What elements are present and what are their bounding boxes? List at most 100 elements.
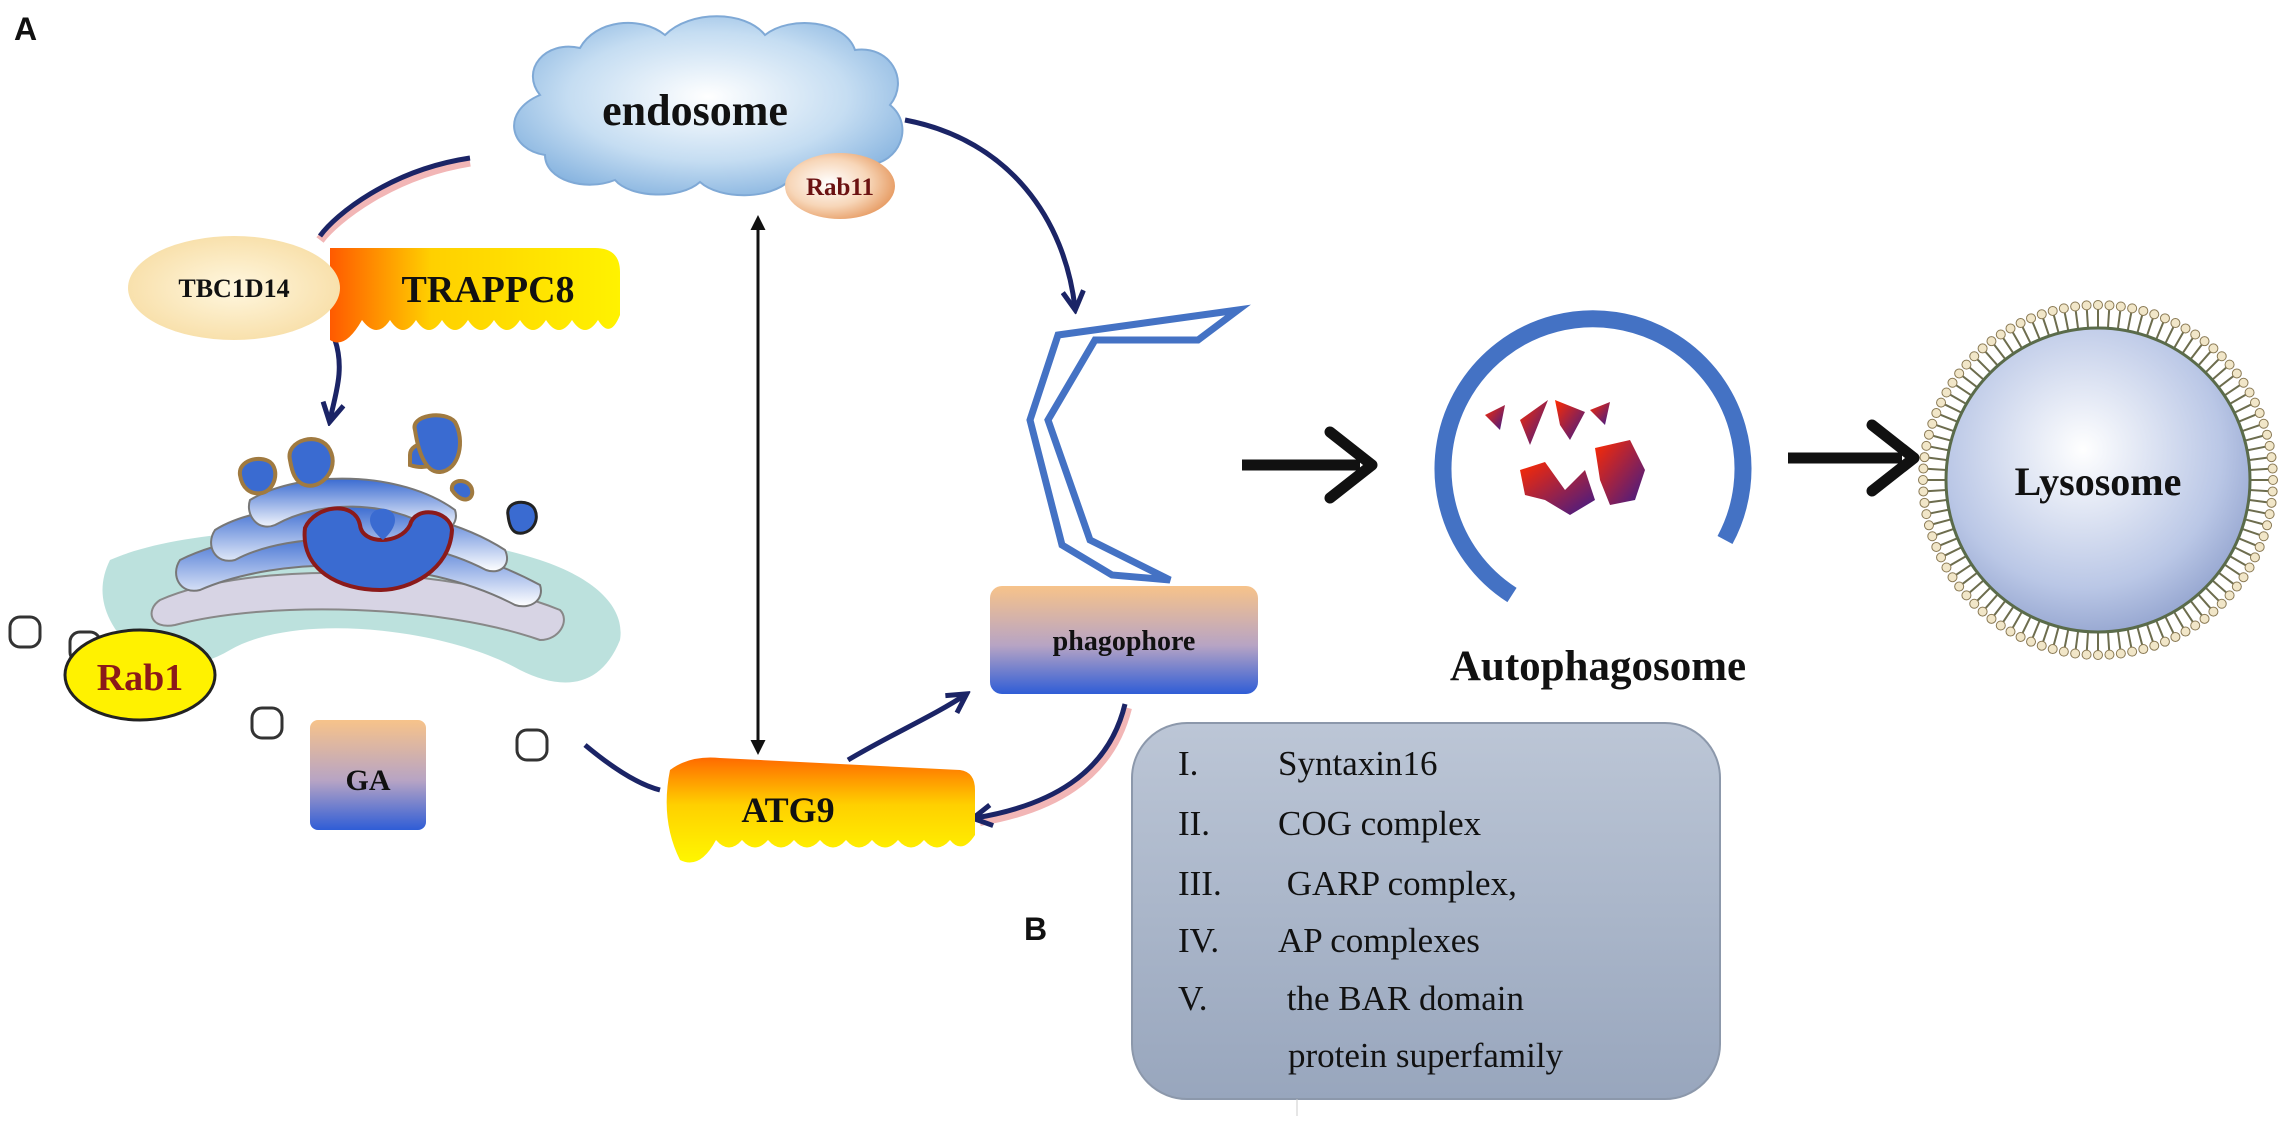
lipid-tail bbox=[2001, 336, 2015, 355]
lipid-tail bbox=[2116, 309, 2122, 330]
endosome-cloud bbox=[513, 15, 904, 197]
lipid-tail bbox=[1927, 498, 1948, 504]
lipid-tail bbox=[2011, 611, 2023, 630]
lipid-tail bbox=[1975, 357, 1992, 374]
lysosome: Lysosome bbox=[1918, 300, 2278, 660]
lipid-head bbox=[2015, 318, 2026, 329]
arrow-shadow bbox=[316, 157, 471, 243]
lipid-head bbox=[2138, 644, 2149, 655]
phagophore: phagophore bbox=[990, 304, 1258, 694]
lipid-head bbox=[2104, 649, 2115, 660]
lipid-tail bbox=[2244, 518, 2265, 526]
lipid-tail bbox=[2021, 325, 2032, 345]
arrow-endosome-to-trappc8 bbox=[317, 155, 471, 238]
lipid-head bbox=[1927, 418, 1938, 429]
autophagosome: Autophagosome bbox=[1434, 310, 1752, 690]
lipid-head bbox=[2199, 613, 2210, 624]
lipid-head bbox=[1977, 606, 1988, 617]
factor-list-background bbox=[1131, 722, 1721, 1100]
lipid-tail bbox=[2244, 434, 2265, 442]
lipid-head bbox=[2093, 650, 2103, 660]
arrow-phagophore-to-atg9 bbox=[975, 703, 1128, 818]
golgi-vesicle bbox=[506, 500, 538, 535]
lipid-tail bbox=[2249, 488, 2270, 493]
lipid-tail bbox=[1948, 393, 1967, 405]
lipid-head bbox=[2058, 303, 2069, 314]
lipid-tail bbox=[2063, 311, 2070, 332]
lipid-head bbox=[1931, 408, 1942, 419]
lipid-tail bbox=[2211, 579, 2228, 595]
lipid-head bbox=[2047, 305, 2058, 316]
lipid-head bbox=[2159, 313, 2170, 324]
lipid-head bbox=[2026, 313, 2037, 324]
lipid-head bbox=[1918, 475, 1928, 485]
lipid-tail bbox=[1954, 563, 1973, 577]
cargo-fragment bbox=[1595, 440, 1645, 505]
lipid-head bbox=[2138, 305, 2149, 316]
lipid-tail bbox=[2106, 631, 2111, 652]
lipid-head bbox=[1954, 368, 1965, 379]
cargo-fragment bbox=[1520, 400, 1548, 445]
lipid-tail bbox=[2189, 342, 2204, 361]
lipid-tail bbox=[2204, 357, 2221, 374]
lipid-head bbox=[2015, 631, 2026, 642]
factor-list-item: V. the BAR domain protein superfamily bbox=[1178, 979, 1564, 1075]
lipid-head bbox=[2231, 368, 2242, 379]
lipid-tail bbox=[1975, 586, 1992, 603]
lipid-head bbox=[1969, 598, 1980, 609]
golgi-trans-cisterna bbox=[302, 506, 455, 593]
endosome: endosome Rab11 bbox=[513, 15, 904, 219]
lipid-tail bbox=[2238, 413, 2258, 423]
lipid-head bbox=[2026, 636, 2037, 647]
lipid-tail bbox=[1954, 383, 1973, 397]
lipid-head bbox=[2254, 541, 2265, 552]
copi-vesicle bbox=[515, 728, 549, 762]
lipid-head bbox=[1918, 486, 1929, 497]
lipid-tail bbox=[2241, 423, 2262, 433]
lipid-tail bbox=[2164, 325, 2175, 345]
lipid-head bbox=[2231, 581, 2242, 592]
lipid-tail bbox=[2238, 537, 2258, 547]
lipid-head bbox=[2058, 646, 2069, 657]
lysosome-label: Lysosome bbox=[2015, 459, 2182, 504]
golgi-vesicle bbox=[412, 413, 462, 474]
lipid-head bbox=[1961, 590, 1972, 601]
factor-list-item: IV. AP complexes bbox=[1178, 921, 1480, 960]
factor-text: the BAR domain bbox=[1278, 979, 1524, 1018]
lipid-head bbox=[2244, 387, 2255, 398]
lipid-head bbox=[1919, 497, 1930, 508]
lipid-tail bbox=[2126, 628, 2133, 649]
lipid-head bbox=[2262, 520, 2273, 531]
factor-num: I. bbox=[1178, 744, 1198, 783]
cargo-fragment bbox=[1555, 400, 1585, 440]
lipid-tail bbox=[2204, 586, 2221, 603]
lipid-head bbox=[2170, 318, 2181, 329]
lipid-head bbox=[1941, 387, 1952, 398]
lipid-head bbox=[2149, 640, 2160, 651]
lipid-head bbox=[1921, 509, 1932, 520]
lipid-head bbox=[2264, 509, 2275, 520]
lipid-head bbox=[1918, 463, 1929, 474]
arrow-atg9-to-phagophore bbox=[846, 695, 965, 763]
phagophore-membrane bbox=[1026, 304, 1251, 584]
lipid-tail bbox=[2249, 467, 2270, 472]
factor-num: II. bbox=[1178, 804, 1210, 843]
lipid-tail bbox=[1934, 527, 1955, 537]
lipid-tail bbox=[2136, 313, 2144, 334]
lipid-tail bbox=[1960, 571, 1979, 586]
lipid-head bbox=[2258, 418, 2269, 429]
lipid-tail bbox=[2031, 620, 2041, 640]
autophagosome-label: Autophagosome bbox=[1450, 643, 1746, 690]
phagophore-label: phagophore bbox=[1053, 626, 1196, 657]
lipid-head bbox=[2070, 301, 2081, 312]
lipid-head bbox=[2170, 631, 2181, 642]
lipid-head bbox=[1923, 429, 1934, 440]
lipid-head bbox=[2268, 475, 2278, 485]
process-arrows bbox=[1242, 419, 1920, 504]
lipid-tail bbox=[2041, 316, 2051, 337]
lysosome-lumen bbox=[1944, 326, 2252, 634]
arrow-shadow bbox=[979, 707, 1132, 826]
lipid-head bbox=[2254, 408, 2265, 419]
cycle-arrows bbox=[316, 117, 1132, 826]
